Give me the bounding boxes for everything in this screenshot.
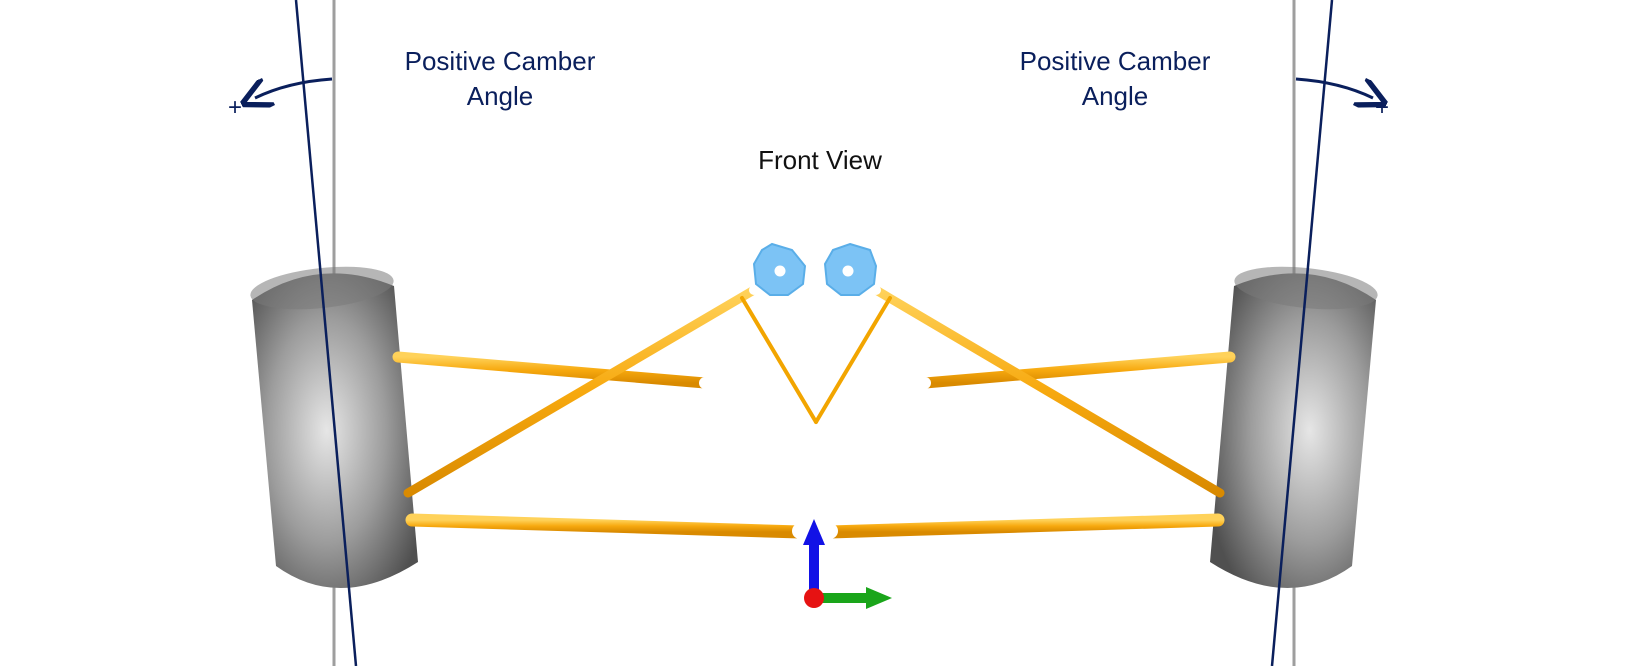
left-camber-label-text: Positive Camber Angle bbox=[404, 46, 596, 111]
right-camber-line bbox=[1270, 0, 1334, 666]
left-camber-arrow bbox=[255, 77, 333, 98]
origin-point bbox=[804, 588, 824, 608]
left-upright-joint bbox=[752, 242, 807, 296]
y-axis-arrowhead bbox=[866, 587, 892, 609]
v-link-right bbox=[814, 296, 892, 424]
lower-arm-right bbox=[823, 513, 1225, 539]
v-link-left bbox=[740, 296, 818, 424]
ball-joints bbox=[699, 285, 931, 539]
right-camber-label: Positive Camber Angle bbox=[1005, 44, 1225, 114]
right-camber-label-text: Positive Camber Angle bbox=[1019, 46, 1211, 111]
diagonal-strut-left bbox=[403, 285, 759, 498]
upper-arm-left bbox=[392, 351, 711, 389]
right-upright-joint bbox=[823, 242, 878, 296]
right-positive-sign: + bbox=[1375, 94, 1390, 121]
z-axis-arrowhead bbox=[803, 519, 825, 545]
upper-arm-right bbox=[919, 351, 1236, 389]
diagonal-strut-right bbox=[871, 285, 1225, 498]
lower-arm-left bbox=[405, 513, 807, 539]
coordinate-axes bbox=[803, 519, 892, 609]
right-camber-arrow bbox=[1295, 77, 1373, 98]
left-camber-line bbox=[294, 0, 358, 666]
suspension-linkage bbox=[392, 285, 1236, 539]
left-camber-label: Positive Camber Angle bbox=[390, 44, 610, 114]
left-positive-sign: + bbox=[228, 94, 243, 121]
diagram-title: Front View bbox=[758, 145, 882, 175]
